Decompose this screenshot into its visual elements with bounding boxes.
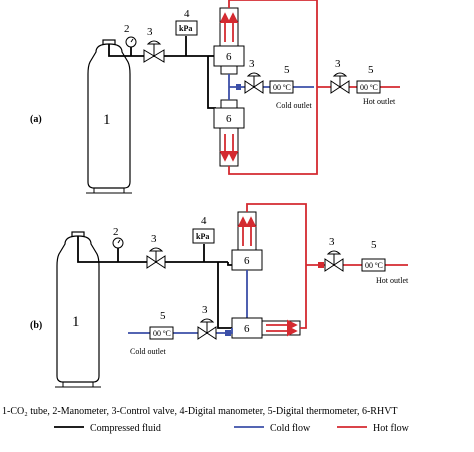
digital-manometer-number-b: 4 <box>201 215 207 227</box>
compressed-line-b <box>77 236 228 263</box>
hot-thermo-number-a: 5 <box>368 64 374 76</box>
diagram-b: 1 2 3 kPa 4 6 <box>30 203 409 388</box>
rhvt-bottom-b: 6 <box>231 317 301 339</box>
rhvt-bottom-a: 6 <box>213 99 245 167</box>
compressed-line-a <box>108 44 208 57</box>
digital-manometer-number-a: 4 <box>184 8 190 20</box>
caption: 1-CO₂ tube, 2-Manometer, 3-Control valve… <box>2 406 398 417</box>
control-valve-a: 3 <box>143 26 165 63</box>
cold-outlet-label-a: Cold outlet <box>276 101 313 110</box>
hot-valve-b: 3 <box>324 236 344 272</box>
cold-valve-a: 3 <box>244 58 264 94</box>
hot-thermo-number-b: 5 <box>371 239 377 251</box>
legend-label-compressed: Compressed fluid <box>90 423 161 434</box>
rhvt-top-b: 6 <box>231 211 263 271</box>
panel-label-a: (a) <box>30 114 42 125</box>
hot-loop-b <box>246 203 307 329</box>
tube-number-a: 1 <box>103 112 111 128</box>
rhvt-bottom-number-a: 6 <box>226 113 232 125</box>
panel-label-b: (b) <box>30 320 42 331</box>
digital-manometer-text-a: kPa <box>179 24 192 33</box>
cold-thermo-text-b: 00 ºC <box>153 329 171 338</box>
cold-thermo-text-a: 00 ºC <box>273 83 291 92</box>
valve-number-b: 3 <box>151 233 157 245</box>
cold-thermometer-a <box>269 80 294 94</box>
legend-label-cold: Cold flow <box>270 423 311 434</box>
cold-thermo-number-b: 5 <box>160 310 166 322</box>
tube-number-b: 1 <box>72 314 80 330</box>
rhvt-bottom-number-b: 6 <box>244 323 250 335</box>
cold-thermo-number-a: 5 <box>284 64 290 76</box>
hot-thermometer-a <box>356 80 381 94</box>
digital-manometer-b <box>192 228 215 244</box>
hot-valve-a: 3 <box>330 58 350 94</box>
cold-valve-number-b: 3 <box>202 304 208 316</box>
valve-number-a: 3 <box>147 26 153 38</box>
hot-thermo-text-b: 00 ºC <box>365 261 383 270</box>
cold-thermometer-b <box>149 326 174 340</box>
hot-valve-number-b: 3 <box>329 236 335 248</box>
cold-outlet-label-b: Cold outlet <box>130 347 167 356</box>
hot-outlet-label-a: Hot outlet <box>363 97 396 106</box>
legend: Compressed fluid Cold flow Hot flow <box>54 423 410 434</box>
cold-valve-b: 3 <box>197 304 217 340</box>
hot-valve-number-a: 3 <box>335 58 341 70</box>
manometer-number-b: 2 <box>113 226 119 238</box>
hot-outlet-label-b: Hot outlet <box>376 276 409 285</box>
hot-thermometer-b <box>361 258 386 272</box>
control-valve-b: 3 <box>146 233 166 269</box>
rhvt-top-a: 6 <box>213 7 245 75</box>
legend-label-hot: Hot flow <box>373 423 410 434</box>
manometer-number-a: 2 <box>124 23 130 35</box>
diagram-a: 1 2 3 kPa 4 6 <box>30 0 400 194</box>
rhvt-top-number-b: 6 <box>244 255 250 267</box>
rhvt-top-number-a: 6 <box>226 51 232 63</box>
digital-manometer-text-b: kPa <box>196 232 209 241</box>
digital-manometer-a <box>175 20 198 36</box>
co2-tube-a: 1 <box>86 39 132 194</box>
hot-thermo-text-a: 00 ºC <box>360 83 378 92</box>
cold-valve-number-a: 3 <box>249 58 255 70</box>
